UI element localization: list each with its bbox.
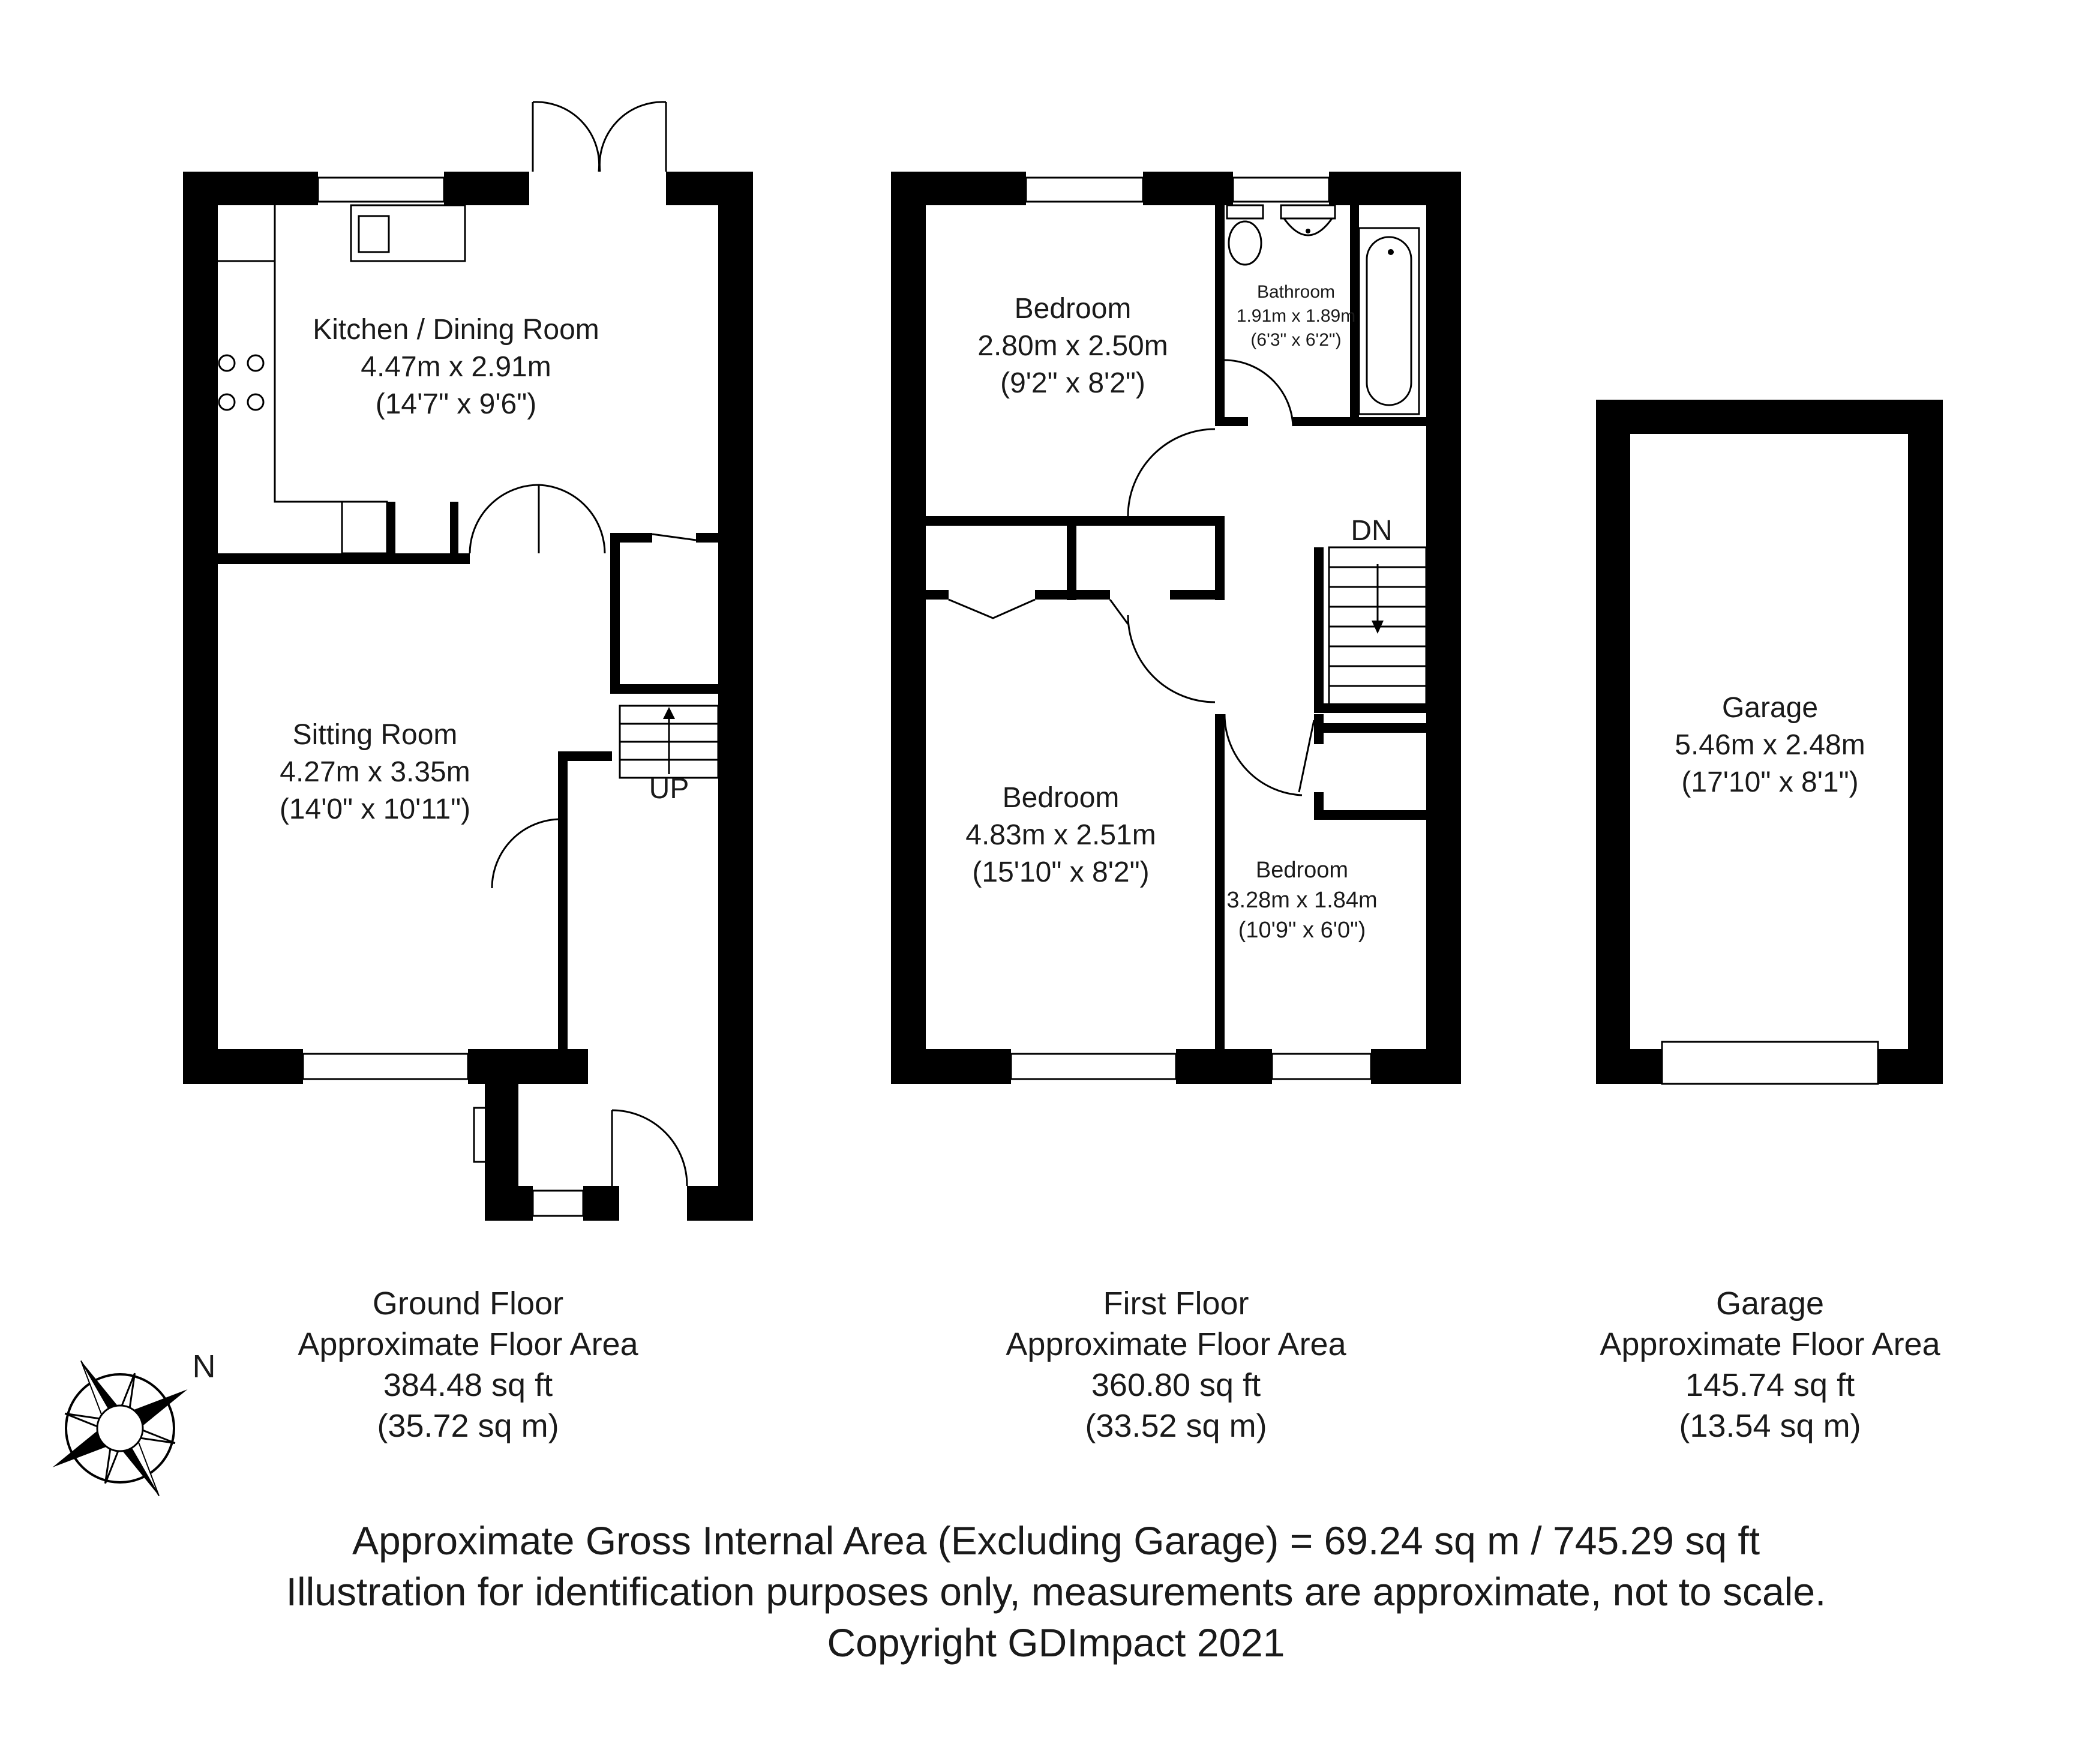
copyright-note: Copyright GDImpact 2021: [827, 1620, 1285, 1665]
ground-caption-title: Ground Floor: [373, 1285, 563, 1322]
first-floor-plan: Bedroom 2.80m x 2.50m (9'2" x 8'2") Bath…: [891, 172, 1461, 1084]
bedroom2-room-metric: 4.83m x 2.51m: [965, 819, 1156, 851]
ground-caption-sqft: 384.48 sq ft: [383, 1367, 553, 1403]
gross-area-note: Approximate Gross Internal Area (Excludi…: [352, 1518, 1760, 1563]
sitting-room-name: Sitting Room: [293, 719, 458, 751]
compass-north-label: N: [193, 1349, 216, 1385]
bedroom1-room-metric: 2.80m x 2.50m: [977, 330, 1168, 362]
garage-caption: Garage Approximate Floor Area 145.74 sq …: [1600, 1285, 1940, 1444]
bedroom1-room-name: Bedroom: [1015, 293, 1132, 325]
garage-caption-subtitle: Approximate Floor Area: [1600, 1326, 1940, 1362]
bedroom2-room-name: Bedroom: [1003, 782, 1120, 814]
first-caption-title: First Floor: [1103, 1285, 1249, 1322]
garage-room-metric: 5.46m x 2.48m: [1675, 729, 1865, 761]
first-caption-sqft: 360.80 sq ft: [1091, 1367, 1261, 1403]
first-floor-caption: First Floor Approximate Floor Area 360.8…: [1006, 1285, 1346, 1444]
bedroom3-room-metric: 3.28m x 1.84m: [1226, 888, 1377, 913]
bedroom1-room-imperial: (9'2" x 8'2"): [1000, 367, 1145, 399]
kitchen-room-name: Kitchen / Dining Room: [313, 314, 599, 346]
compass-rose-icon: [52, 1360, 188, 1497]
first-caption-sqm: (33.52 sq m): [1085, 1408, 1267, 1444]
ground-caption-subtitle: Approximate Floor Area: [298, 1326, 638, 1362]
dn-stair-label: DN: [1351, 515, 1392, 547]
ground-floor-plan: Kitchen / Dining Room 4.47m x 2.91m (14'…: [183, 101, 753, 1221]
garage-room-name: Garage: [1722, 692, 1818, 724]
kitchen-room-imperial: (14'7" x 9'6"): [376, 388, 537, 420]
sitting-room-imperial: (14'0" x 10'11"): [280, 793, 470, 825]
ground-floor-caption: Ground Floor Approximate Floor Area 384.…: [298, 1285, 638, 1444]
bathroom-room-name: Bathroom: [1257, 282, 1335, 302]
bedroom2-room-imperial: (15'10" x 8'2"): [972, 856, 1149, 888]
bathroom-room-imperial: (6'3" x 6'2"): [1250, 330, 1341, 350]
garage-caption-title: Garage: [1716, 1285, 1824, 1322]
garage-caption-sqm: (13.54 sq m): [1679, 1408, 1861, 1444]
up-stair-label: UP: [649, 773, 689, 805]
sitting-room-metric: 4.27m x 3.35m: [280, 756, 470, 788]
garage-caption-sqft: 145.74 sq ft: [1685, 1367, 1855, 1403]
disclaimer-note: Illustration for identification purposes…: [286, 1569, 1826, 1614]
garage-room-imperial: (17'10" x 8'1"): [1681, 766, 1858, 798]
footer-notes: Approximate Gross Internal Area (Excludi…: [286, 1518, 1826, 1665]
kitchen-room-metric: 4.47m x 2.91m: [361, 351, 551, 383]
bedroom3-room-imperial: (10'9" x 6'0"): [1238, 918, 1366, 943]
first-caption-subtitle: Approximate Floor Area: [1006, 1326, 1346, 1362]
ground-caption-sqm: (35.72 sq m): [377, 1408, 559, 1444]
bathroom-room-metric: 1.91m x 1.89m: [1237, 306, 1355, 326]
garage-plan: Garage 5.46m x 2.48m (17'10" x 8'1"): [1596, 400, 1943, 1085]
bedroom3-room-name: Bedroom: [1256, 858, 1348, 883]
